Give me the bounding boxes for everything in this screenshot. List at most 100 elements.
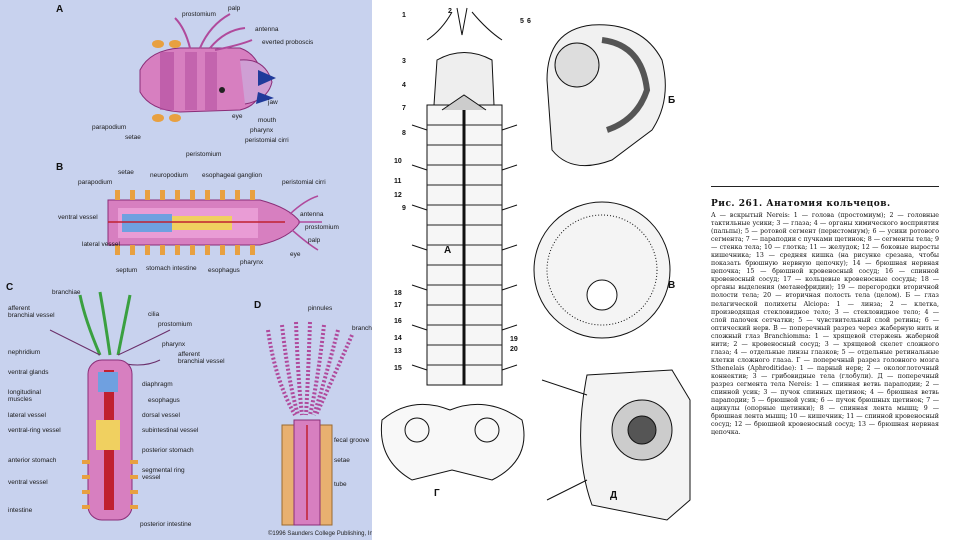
num-a-8: 8: [402, 130, 406, 137]
label-b-10: eye: [290, 251, 301, 258]
color-figure-drawing: [49, 13, 354, 526]
label-b-12: stomach intestine: [146, 265, 197, 272]
figure-v-cross-section: [533, 201, 671, 339]
label-c-0: branchiae: [52, 289, 81, 296]
num-a-12: 12: [394, 192, 402, 199]
label-a-7: jaw: [268, 99, 278, 106]
label-c-2: cilia: [148, 311, 160, 318]
num-a-6: 6: [527, 18, 531, 25]
label-b-8: lateral vessel: [82, 241, 120, 248]
figure-a-nereis: [411, 7, 518, 386]
bw-letter-b: Б: [668, 95, 676, 106]
num-a-14: 14: [394, 335, 402, 342]
label-c-9: longitudinal muscles: [8, 389, 41, 403]
label-c-20: posterior intestine: [140, 521, 192, 528]
label-d-4: tube: [334, 481, 347, 488]
label-c-17: ventral vessel: [8, 479, 48, 486]
figure-b-eye: [546, 24, 666, 167]
figure-d-segment: [541, 369, 691, 521]
label-d-2: fecal groove: [334, 437, 370, 444]
label-a-3: everted proboscis: [262, 39, 314, 46]
label-c-11: lateral vessel: [8, 412, 46, 419]
label-c-8: diaphragm: [142, 381, 173, 388]
figure-a-worm-head: [139, 13, 276, 122]
label-a-11: peristomium: [186, 151, 222, 158]
num-a-19: 19: [510, 336, 518, 343]
label-d-3: setae: [334, 457, 350, 464]
label-b-0: setae: [118, 169, 134, 176]
label-c-14: subintestinal vessel: [142, 427, 199, 434]
num-a-7: 7: [402, 105, 406, 112]
label-a-4: parapodium: [92, 124, 127, 131]
label-c-3: prostomium: [158, 321, 192, 328]
label-b-14: pharynx: [240, 259, 264, 266]
label-d-1: branchiae: [352, 325, 381, 332]
label-b-6: antenna: [300, 211, 324, 218]
label-c-13: ventral-ring vessel: [8, 427, 61, 434]
label-b-1: parapodium: [78, 179, 113, 186]
label-b-5: ventral vessel: [58, 214, 98, 221]
label-b-3: esophageal ganglion: [202, 172, 262, 179]
bw-letter-v: В: [668, 280, 676, 291]
figure-b-letter: B: [56, 162, 64, 173]
label-a-0: prostomium: [182, 11, 216, 18]
figure-b-dissected-worm: [107, 190, 322, 255]
bw-letter-a: А: [444, 245, 452, 256]
label-b-7: prostomium: [305, 224, 339, 231]
num-a-15: 15: [394, 365, 402, 372]
label-c-6: afferent branchial vessel: [178, 351, 225, 365]
label-c-1: afferent branchial vessel: [8, 305, 55, 319]
num-a-16: 16: [394, 318, 402, 325]
figure-d-tubeworm: [266, 321, 354, 526]
copyright-notice: ©1996 Saunders College Publishing, Inc.: [268, 531, 378, 537]
bw-figure-panel: Зоологическая Наука А Б В Г Д 1 2 3 4 5 …: [372, 0, 800, 540]
label-a-5: setae: [125, 134, 141, 141]
bw-figure-drawing: [380, 7, 691, 521]
label-c-15: anterior stomach: [8, 457, 57, 464]
label-b-11: septum: [116, 267, 138, 274]
label-c-18: segmental ring vessel: [142, 467, 185, 481]
label-a-2: antenna: [255, 26, 279, 33]
figure-g-brain: [380, 403, 525, 481]
figure-c-fanworm-dissection: [49, 291, 171, 521]
color-figure-panel: A prostomium palp antenna everted probos…: [0, 0, 381, 540]
label-c-12: dorsal vessel: [142, 412, 180, 419]
num-a-13: 13: [394, 348, 402, 355]
num-a-9: 9: [402, 205, 406, 212]
bw-letter-g: Г: [434, 488, 440, 499]
num-a-4: 4: [402, 82, 406, 89]
label-c-5: pharynx: [162, 341, 186, 348]
label-c-7: ventral glands: [8, 369, 49, 376]
label-a-1: palp: [228, 5, 241, 12]
label-b-4: peristomial cirri: [282, 179, 326, 186]
label-d-0: pinnules: [308, 305, 333, 312]
bw-letter-d: Д: [610, 490, 618, 501]
label-b-9: palp: [308, 237, 321, 244]
num-a-2: 2: [448, 8, 452, 15]
num-a-11: 11: [394, 178, 402, 185]
num-a-17: 17: [394, 302, 402, 309]
label-c-19: intestine: [8, 507, 33, 514]
label-c-4: nephridium: [8, 349, 41, 356]
num-a-18: 18: [394, 290, 402, 297]
num-a-1: 1: [402, 12, 406, 19]
caption-body: А — вскрытый Nereis: 1 — голова (простом…: [711, 212, 939, 437]
num-a-3: 3: [402, 58, 406, 65]
caption-panel: [694, 0, 960, 540]
num-a-5: 5: [520, 18, 524, 25]
label-a-8: mouth: [258, 117, 277, 124]
label-c-10: esophagus: [148, 397, 180, 404]
label-a-10: peristomial cirri: [245, 137, 289, 144]
num-a-10: 10: [394, 158, 402, 165]
label-c-16: posterior stomach: [142, 447, 194, 454]
caption-title: Рис. 261. Анатомия кольчецов.: [711, 199, 891, 209]
label-b-2: neuropodium: [150, 172, 188, 179]
label-a-6: eye: [232, 113, 243, 120]
figure-d-letter: D: [254, 300, 262, 311]
label-b-13: esophagus: [208, 267, 240, 274]
num-a-20: 20: [510, 346, 518, 353]
figure-a-letter: A: [56, 4, 64, 15]
label-a-9: pharynx: [250, 127, 274, 134]
caption-divider: [711, 186, 939, 187]
figure-c-letter: C: [6, 282, 14, 293]
